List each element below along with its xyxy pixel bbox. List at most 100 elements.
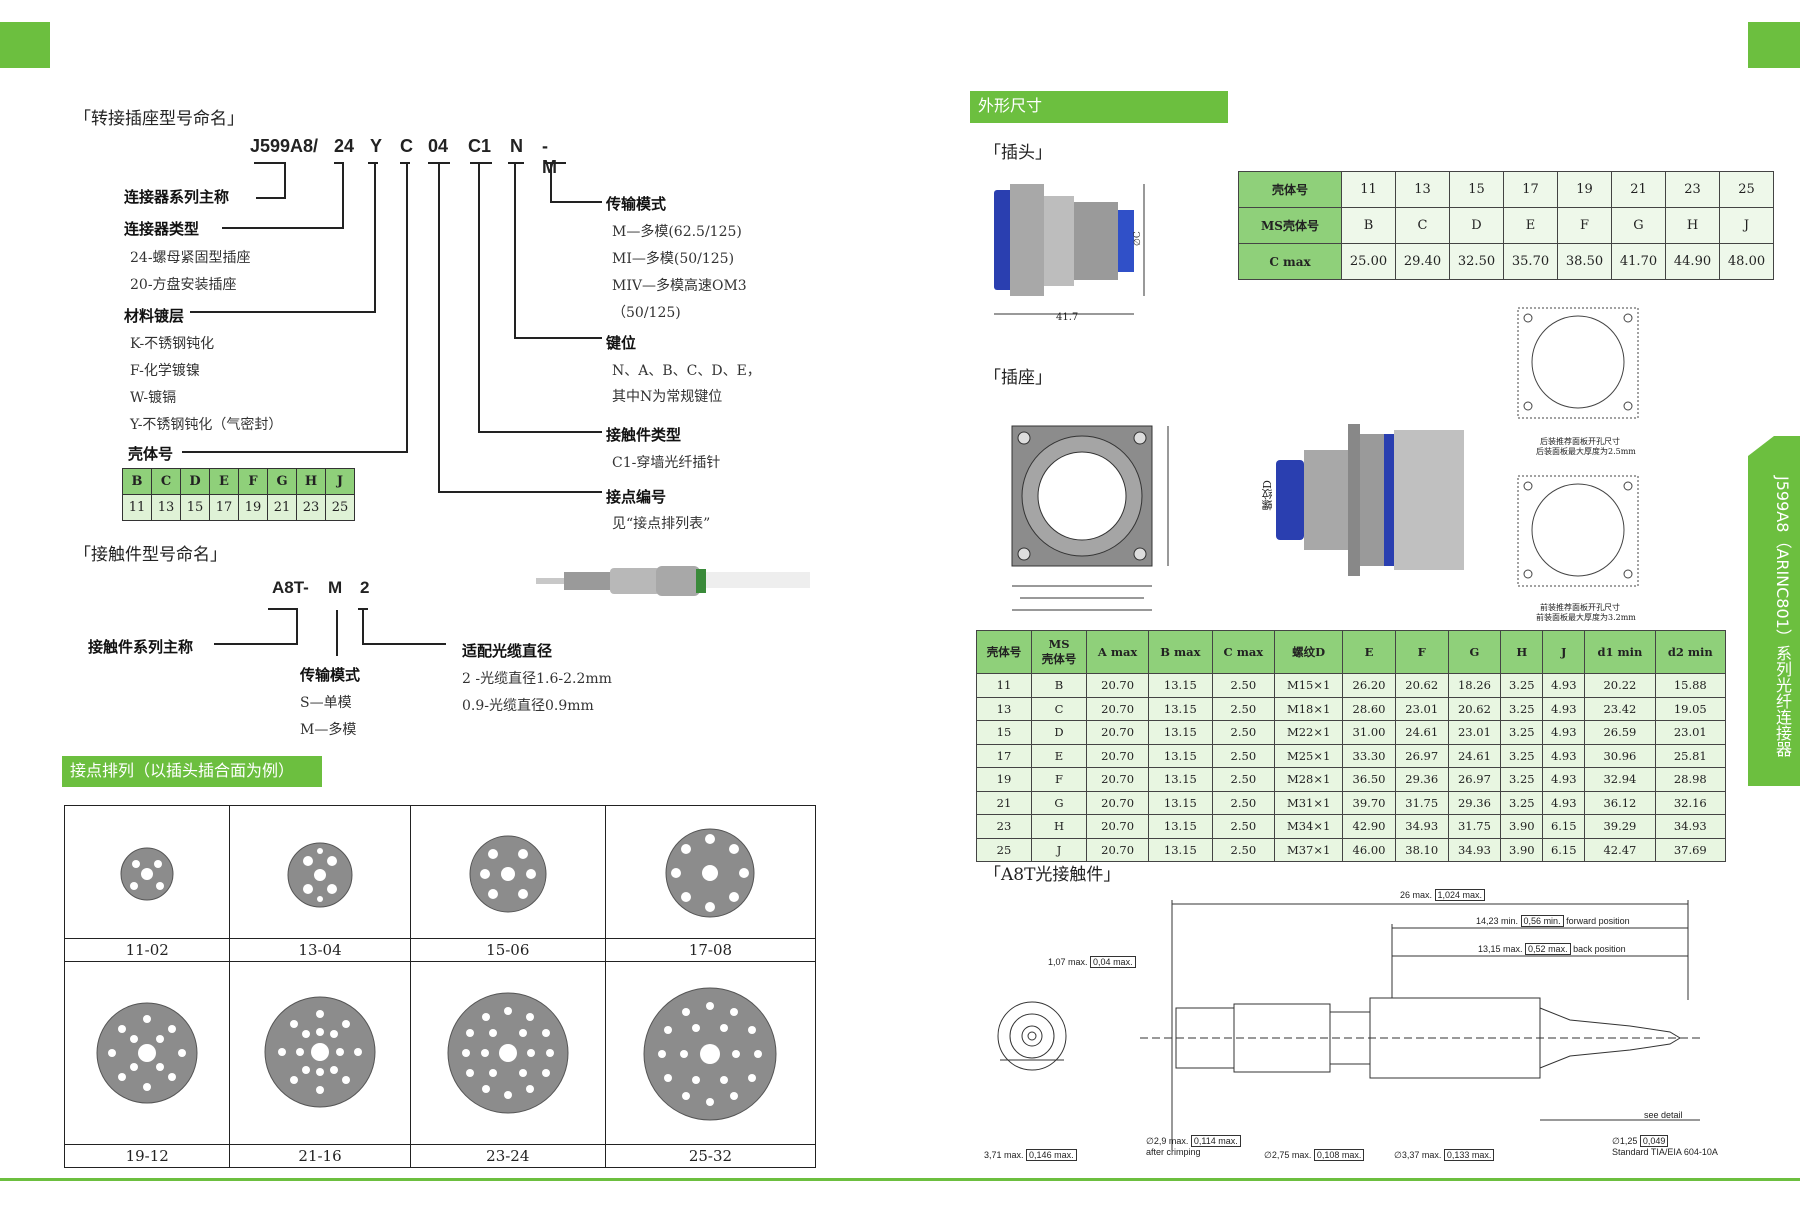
layout-caption: 25-32	[604, 1144, 817, 1168]
table-cell: 20.70	[1085, 673, 1150, 698]
shell-number: 15	[180, 494, 210, 521]
layout-caption: 11-02	[63, 938, 231, 962]
contact-code-part: 2	[360, 578, 370, 597]
cell: 44.90	[1665, 243, 1720, 280]
table-cell: 25.81	[1654, 743, 1727, 768]
table-cell: 25	[976, 837, 1032, 862]
layout-caption: 17-08	[604, 938, 817, 962]
table-cell: M15×1	[1274, 673, 1344, 698]
layout-17-08-drawing	[665, 828, 755, 918]
cell: 38.50	[1557, 243, 1612, 280]
table-cell: D	[1031, 720, 1087, 745]
table-cell: 36.12	[1584, 790, 1656, 815]
header-cell: 螺纹D	[1274, 630, 1344, 674]
shell-letter: C	[151, 468, 181, 495]
table-cell: 3.25	[1500, 743, 1544, 768]
table-cell: 32.16	[1654, 790, 1727, 815]
table-cell: 3.25	[1500, 790, 1544, 815]
cell: J	[1719, 207, 1774, 244]
dim: ∅2,75 max.	[1264, 1150, 1312, 1160]
table-cell: 4.93	[1542, 767, 1586, 792]
header-cell: F	[1394, 630, 1449, 674]
table-cell: 42.47	[1584, 837, 1656, 862]
cell: B	[1341, 207, 1396, 244]
table-cell: 19	[976, 767, 1032, 792]
mode-item: MI—多模(50/125)	[612, 251, 735, 267]
cell: 25	[1719, 171, 1774, 208]
contact-title: 「接触件型号命名」	[74, 545, 227, 565]
dim-banner: 外形尺寸	[970, 91, 1228, 123]
series-name-label: 连接器系列主称	[124, 188, 230, 206]
cell: 23	[1665, 171, 1720, 208]
shell-number: 13	[151, 494, 181, 521]
panel-cutout-rear	[1517, 307, 1639, 419]
table-cell: 29.36	[1447, 790, 1502, 815]
table-cell: G	[1031, 790, 1087, 815]
table-cell: 2.50	[1211, 767, 1276, 792]
table-cell: 20.70	[1085, 767, 1150, 792]
layout-caption: 15-06	[409, 938, 606, 962]
dim: 14,23 min.	[1476, 916, 1519, 926]
table-cell: 2.50	[1211, 673, 1276, 698]
dim: 0,108 max.	[1313, 1149, 1365, 1161]
contact-series-label: 接触件系列主称	[88, 638, 194, 656]
table-cell: 2.50	[1211, 743, 1276, 768]
plug-dim: 41.7	[1056, 312, 1079, 323]
type-item: 24-螺母紧固型插座	[130, 250, 251, 266]
row-label: C max	[1238, 243, 1342, 280]
table-cell: 31.75	[1447, 814, 1502, 839]
shell-table: B C D E F G H J 11 13 15 17 19 21 23 25	[122, 468, 355, 521]
cell: 29.40	[1395, 243, 1450, 280]
shell-number: 23	[296, 494, 326, 521]
table-cell: 20.22	[1584, 673, 1656, 698]
table-cell: 20.70	[1085, 790, 1150, 815]
table-cell: 28.98	[1654, 767, 1727, 792]
table-cell: 39.70	[1342, 790, 1396, 815]
header-cell: H	[1500, 630, 1544, 674]
cell: 35.70	[1503, 243, 1558, 280]
layout-grid: 11-02 13-04 15-06 17-08 19-12 21-16 23-2…	[63, 805, 817, 1168]
layout-21-16-drawing	[264, 996, 376, 1108]
code-part: 04	[428, 136, 449, 156]
a8t-dim-b3: ∅2,75 max. 0,108 max.	[1264, 1149, 1365, 1161]
svg-text:∅C: ∅C	[1133, 231, 1143, 246]
shell-number: 17	[209, 494, 239, 521]
table-cell: H	[1031, 814, 1087, 839]
header-cell: A max	[1085, 630, 1150, 674]
key-item: 其中N为常规键位	[612, 389, 723, 405]
table-cell: 42.90	[1342, 814, 1396, 839]
receptacle-front-drawing	[1011, 425, 1169, 611]
table-cell: 20.70	[1085, 720, 1150, 745]
table-cell: M22×1	[1274, 720, 1344, 745]
header-cell: 壳体号	[976, 630, 1032, 674]
contact-type-item: C1-穿墙光纤插针	[612, 455, 721, 471]
row-label: MS壳体号	[1238, 207, 1342, 244]
contact-code-part: M	[328, 578, 343, 597]
plug-table: 壳体号 11 13 15 17 19 21 23 25 MS壳体号 B C D …	[1238, 171, 1774, 280]
layout-caption: 21-16	[229, 1144, 411, 1168]
table-cell: 20.70	[1085, 743, 1150, 768]
table-cell: 26.97	[1394, 743, 1449, 768]
table-cell: 33.30	[1342, 743, 1396, 768]
table-cell: 24.61	[1447, 743, 1502, 768]
mode-item: （50/125)	[612, 305, 681, 321]
table-cell: 3.25	[1500, 696, 1544, 721]
mode-item: MIV—多模高速OM3	[612, 278, 747, 294]
contact-mode-item: S—单模	[300, 695, 352, 711]
header-cell: d2 min	[1654, 630, 1727, 674]
header-cell: B max	[1148, 630, 1213, 674]
table-cell: M25×1	[1274, 743, 1344, 768]
table-cell: B	[1031, 673, 1087, 698]
code-part: N	[510, 136, 523, 156]
table-cell: 23	[976, 814, 1032, 839]
table-cell: 20.62	[1447, 696, 1502, 721]
table-cell: J	[1031, 837, 1087, 862]
a8t-detail: see detail	[1644, 1110, 1683, 1120]
table-cell: 26.97	[1447, 767, 1502, 792]
table-cell: 19.05	[1654, 696, 1727, 721]
table-cell: 11	[976, 673, 1032, 698]
